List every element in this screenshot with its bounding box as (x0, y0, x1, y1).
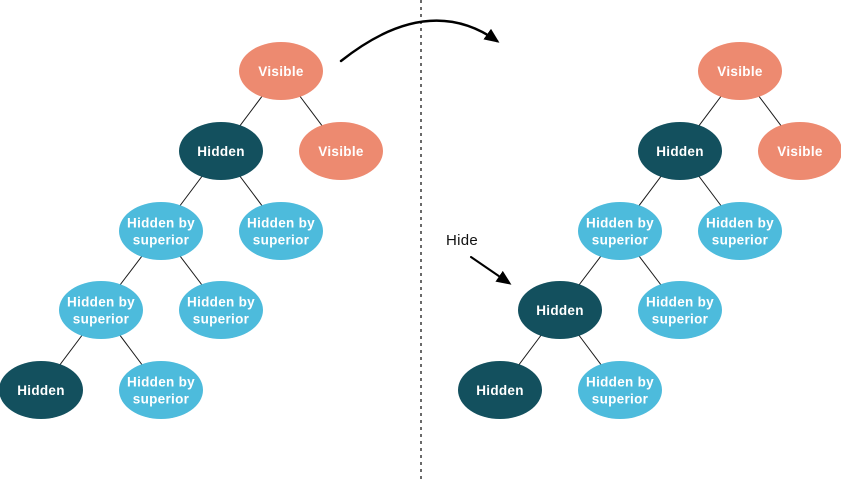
tree-node-visible: Visible (299, 122, 383, 180)
transform-arrow (339, 19, 500, 63)
tree-node-visible: Visible (758, 122, 841, 180)
tree-node-visible: Visible (239, 42, 323, 100)
tree-node-hidden: Hidden (179, 122, 263, 180)
tree-node-label: Hidden (197, 144, 245, 159)
tree-node-label: Hidden (476, 383, 524, 398)
tree-node-label: Visible (717, 64, 763, 79)
tree-node-hidden: Hidden (638, 122, 722, 180)
tree-node-label: Hidden (17, 383, 65, 398)
tree-node-visible: Visible (698, 42, 782, 100)
hide-arrow (470, 256, 512, 285)
tree-node-label: Visible (777, 144, 823, 159)
tree-node-hidden: Hidden (458, 361, 542, 419)
tree-node-label: Hidden (536, 303, 584, 318)
tree-node-hidden: Hidden (0, 361, 83, 419)
hide-label: Hide (446, 232, 479, 249)
tree-node-hidden: Hidden (518, 281, 602, 339)
tree-node-label: Visible (258, 64, 304, 79)
tree-node-label: Hidden (656, 144, 704, 159)
tree-node-label: Visible (318, 144, 364, 159)
